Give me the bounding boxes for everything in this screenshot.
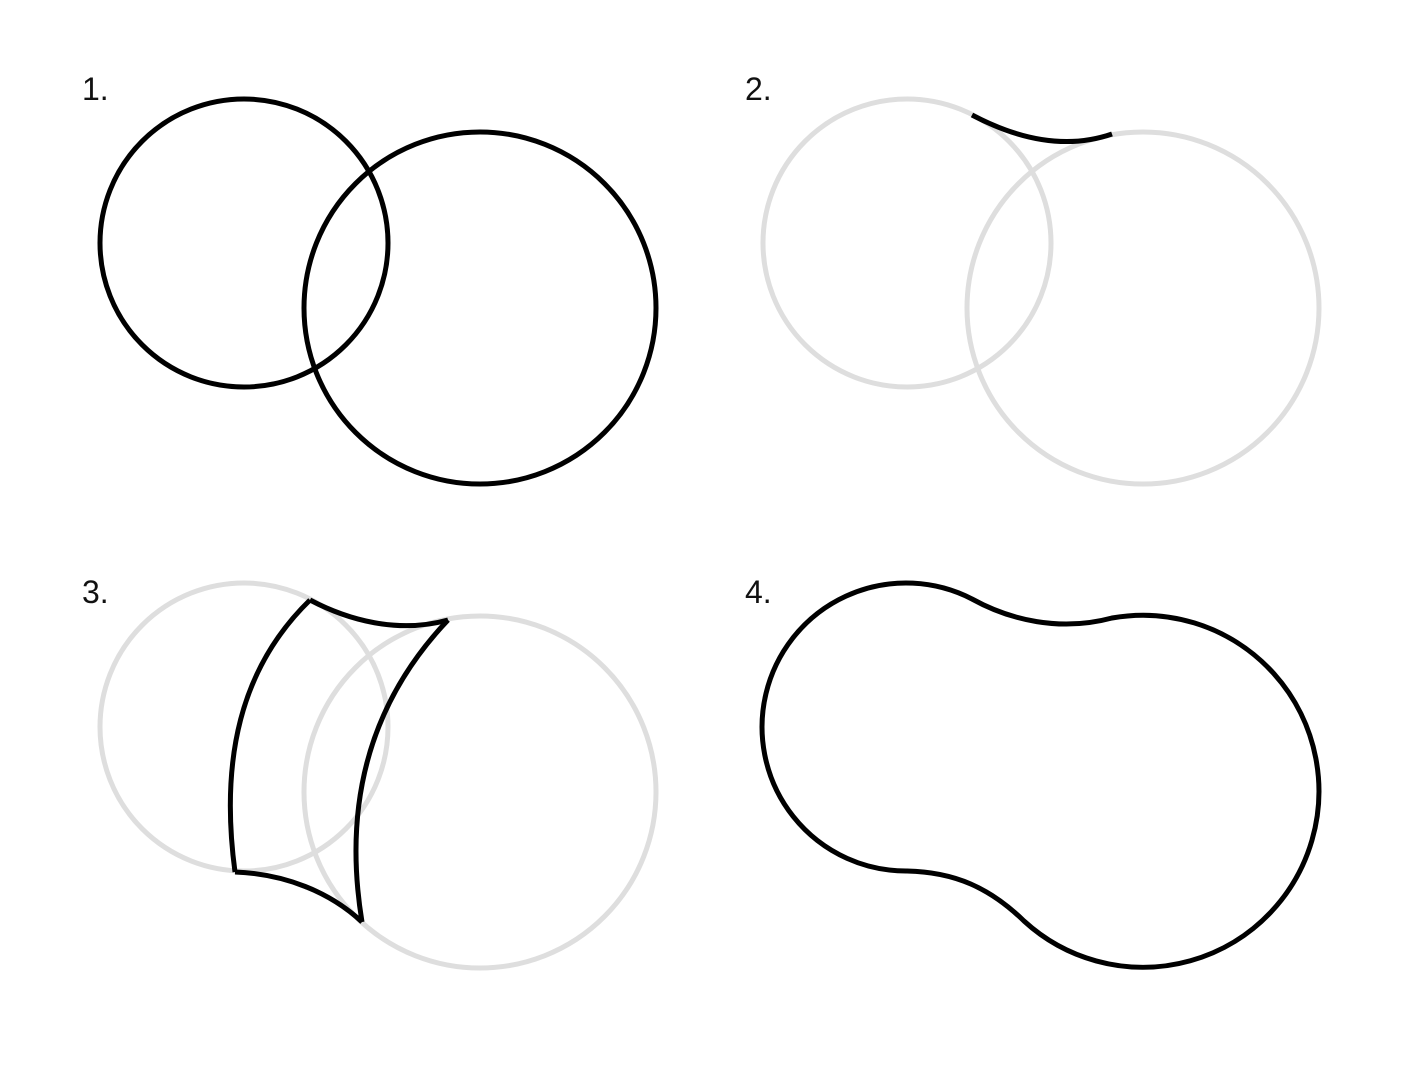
panel-step-2: 2. (745, 71, 1322, 487)
small-circle-ghost (760, 96, 1054, 390)
panel-step-3: 3. (82, 574, 659, 971)
large-circle (301, 129, 659, 487)
top-blend-arc (970, 112, 1113, 145)
blended-outline (759, 580, 1322, 970)
bottom-blend-arc (234, 869, 364, 924)
large-circle-ghost (964, 129, 1322, 487)
top-blend-arc (308, 597, 449, 629)
panel-step-4: 4. (745, 574, 1322, 970)
large-circle-ghost (301, 613, 659, 971)
step-1-label: 1. (82, 71, 109, 107)
left-connector-curve (227, 598, 312, 873)
step-2-label: 2. (745, 71, 772, 107)
step-4-label: 4. (745, 574, 772, 610)
small-circle-ghost (97, 580, 391, 874)
step-3-label: 3. (82, 574, 109, 610)
small-circle (97, 96, 391, 390)
right-connector-curve (353, 618, 450, 923)
panel-step-1: 1. (82, 71, 659, 487)
